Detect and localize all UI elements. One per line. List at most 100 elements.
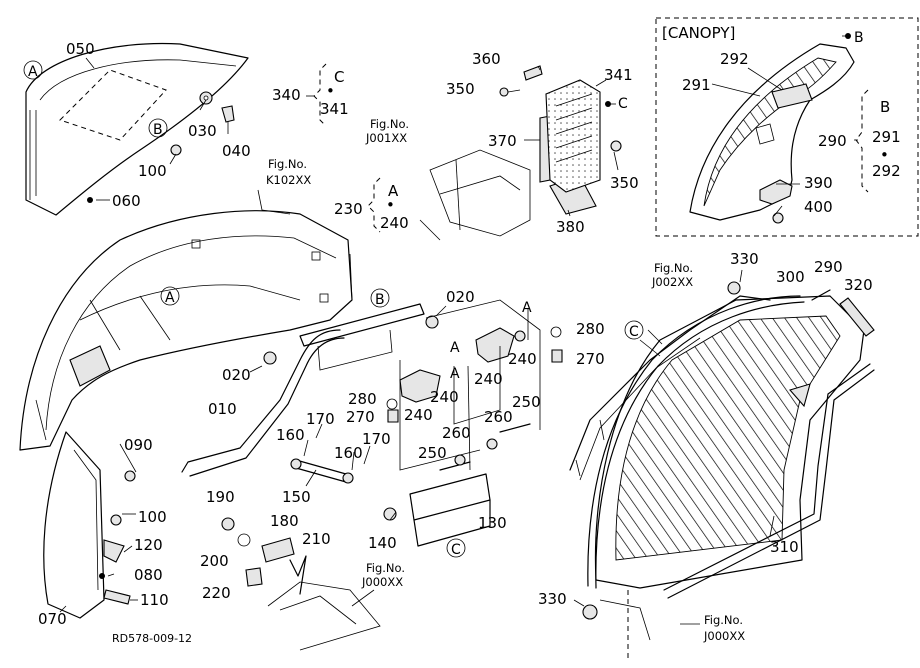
fig-j002-line1: Fig.No.	[654, 261, 693, 275]
side-panel-070	[43, 431, 105, 619]
hood-vent	[69, 345, 111, 387]
strip-320	[839, 297, 875, 337]
label-160-b: 160	[334, 444, 363, 462]
stay-parts	[181, 299, 563, 651]
fig-k102-line2: K102XX	[266, 173, 311, 187]
label-380: 380	[556, 218, 585, 236]
nut-270-left	[387, 409, 399, 423]
hood-top-panel	[25, 42, 249, 216]
label-170-b: 170	[362, 430, 391, 448]
label-220: 220	[202, 584, 231, 602]
label-292-canopy: 292	[720, 50, 749, 68]
svg-text:C: C	[629, 324, 639, 340]
bolt-220	[245, 567, 263, 587]
hood-top-hidden-lines	[59, 69, 167, 141]
svg-text:A: A	[165, 290, 175, 306]
fig-k102-line1: Fig.No.	[268, 157, 307, 171]
washer-200	[237, 533, 251, 547]
label-350-right: 350	[610, 174, 639, 192]
marker-a-hinge3: A	[450, 366, 460, 382]
label-240-c: 240	[474, 370, 503, 388]
marker-b-top: B	[148, 118, 168, 138]
dot-060	[87, 197, 93, 203]
label-010: 010	[208, 400, 237, 418]
label-230: 230	[334, 200, 363, 218]
marker-c-cover: C	[618, 96, 628, 112]
label-090: 090	[124, 436, 153, 454]
label-341-group: 341	[320, 100, 349, 118]
label-292-group: 292	[872, 162, 901, 180]
nut-270-right	[551, 349, 563, 363]
label-110: 110	[140, 591, 169, 609]
label-290-right: 290	[814, 258, 843, 276]
seal-310	[667, 369, 875, 599]
marker-a-hinge1: A	[450, 340, 460, 356]
label-100-side: 100	[138, 508, 167, 526]
canopy-bolt	[772, 212, 784, 224]
seal-300	[587, 295, 801, 587]
label-360: 360	[472, 50, 501, 68]
clip-080	[99, 573, 105, 579]
grommet-040	[221, 105, 235, 123]
label-270-left: 270	[346, 408, 375, 426]
label-340: 340	[272, 86, 301, 104]
label-280-left: 280	[348, 390, 377, 408]
label-320: 320	[844, 276, 873, 294]
label-070: 070	[38, 610, 67, 628]
label-150: 150	[282, 488, 311, 506]
label-180: 180	[270, 512, 299, 530]
label-291-canopy: 291	[682, 76, 711, 94]
main-hood	[19, 189, 353, 619]
group-290-dot: •	[880, 146, 889, 164]
label-310: 310	[770, 538, 799, 556]
clip-360	[523, 65, 543, 81]
rod-010	[181, 329, 341, 473]
drawing-code: RD578-009-12	[112, 632, 192, 645]
svg-text:B: B	[153, 122, 163, 138]
bolt-090	[124, 470, 136, 482]
label-120: 120	[134, 536, 163, 554]
label-291-group: 291	[872, 128, 901, 146]
bolt-330-bottom	[582, 604, 598, 620]
label-020-left: 020	[222, 366, 251, 384]
label-390: 390	[804, 174, 833, 192]
label-240-a: 240	[430, 388, 459, 406]
fig-j001-line1: Fig.No.	[370, 117, 409, 131]
label-030: 030	[188, 122, 217, 140]
marker-a-hinge2: A	[522, 300, 532, 316]
hinge-240-a	[399, 369, 441, 403]
label-140: 140	[368, 534, 397, 552]
canopy-title: [CANOPY]	[662, 24, 735, 42]
canopy-inner-panel	[689, 43, 855, 221]
group-340-dot: •	[326, 82, 335, 100]
nut-020-right	[425, 315, 439, 329]
hood-top	[25, 42, 249, 216]
label-100-top: 100	[138, 162, 167, 180]
fig-j000a-line2: J000XX	[361, 575, 403, 589]
group-340-letter: C	[334, 68, 344, 86]
washer-280-left	[386, 398, 398, 410]
label-200: 200	[200, 552, 229, 570]
frame-center	[429, 149, 531, 237]
side-cover-panel	[594, 295, 865, 589]
label-040: 040	[222, 142, 251, 160]
strip-110	[103, 589, 131, 605]
marker-c-right: C	[624, 320, 644, 340]
seal-290	[811, 289, 831, 301]
nut-020-left	[263, 351, 277, 365]
bolt-330-top	[727, 281, 741, 295]
lever-180	[261, 537, 295, 563]
canopy-panel-ribs	[703, 57, 837, 207]
label-280-right: 280	[576, 320, 605, 338]
cover-341	[545, 79, 601, 193]
group-240-dot: •	[386, 196, 395, 214]
strip-120	[103, 539, 125, 563]
fig-j000b-line2: J000XX	[703, 629, 745, 643]
label-210: 210	[302, 530, 331, 548]
marker-b-canopy: B	[854, 30, 864, 46]
label-270-right: 270	[576, 350, 605, 368]
nut-190	[221, 517, 235, 531]
label-290-canopy: 290	[818, 132, 847, 150]
label-370: 370	[488, 132, 517, 150]
